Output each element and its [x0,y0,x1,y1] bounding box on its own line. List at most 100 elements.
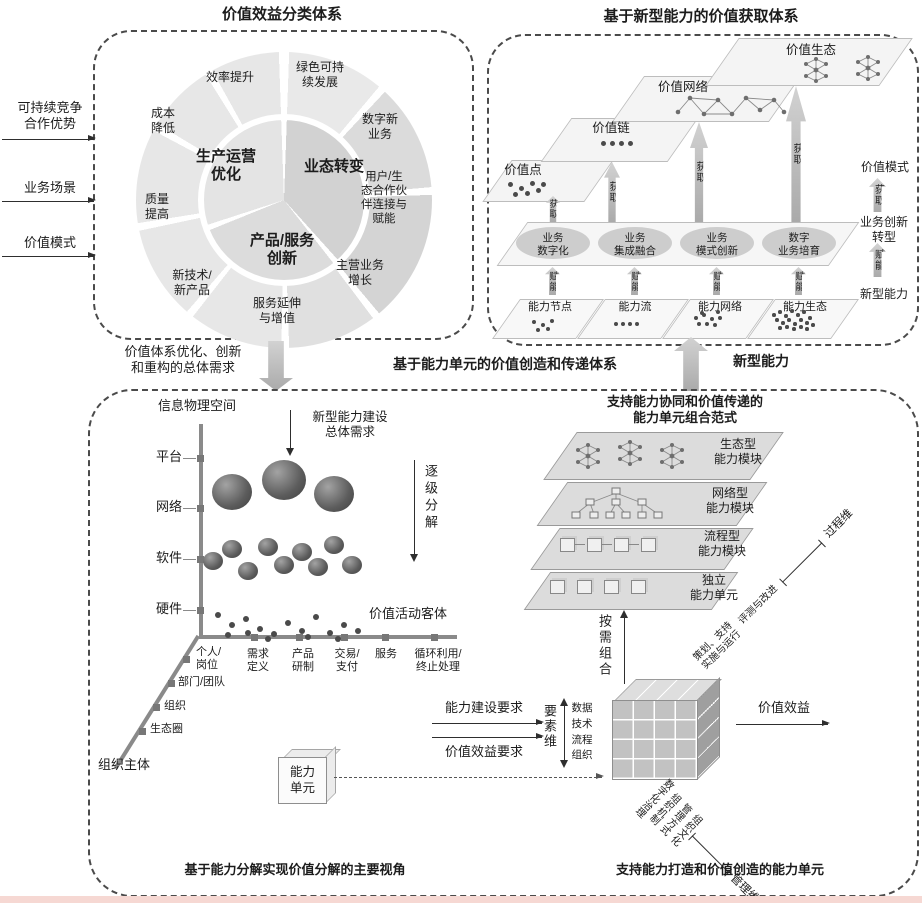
capability-sphere-large [212,474,252,510]
segment-label-green: 绿色可持 续发展 [295,60,344,89]
element-dim-double-arrow [560,698,568,768]
ellipse-digitalization [516,227,590,259]
creation-panel [88,389,919,897]
layer-label-network: 网络型 能力模块 [705,486,754,515]
step-label-value-eco: 价值生态 [785,43,836,57]
tick-develop [296,634,303,641]
combine-note: 按需组合 [597,614,612,678]
value-point-dots [508,182,513,187]
right-label-value-mode: 价值模式 [860,160,909,174]
tick-team [168,680,175,687]
unit-box: 能力 单元 [278,757,327,804]
segment-label-new-tech: 新技术/ 新产品 [172,268,212,297]
right-enable-label: 赋能 [872,249,884,271]
right-label-new-capability: 新型能力 [859,287,908,301]
segment-label-service-ext: 服务延伸 与增值 [252,296,301,325]
segment-label-digital-new: 数字新 业务 [361,112,398,141]
process-module-cube [587,538,602,552]
caption-capability-unit: 支持能力打造和价值创造的能力单元 [615,862,824,877]
tick-label-team: 部门/团队 [178,676,226,688]
tick-individual [183,656,190,663]
capability-node-dots [532,320,536,324]
capability-sphere-medium [324,536,344,554]
tick-label-develop: 产品 研制 [292,648,314,674]
tick-label-hardware: 硬件 [155,601,182,616]
tick-label-network: 网络 [155,499,182,514]
acquire-label-4: 获取 [791,143,802,165]
capability-sphere-medium [292,543,312,561]
capability-sphere-medium [308,558,328,576]
enable-label-3: 赋能 [711,270,723,292]
acquisition-title: 基于新型能力的价值获取体系 [603,8,799,25]
benefit-donut-inner-pie [198,114,370,286]
value-axis-label: 价值活动客体 [368,606,447,621]
tick-ecosystem [139,728,146,735]
tick-label-recycle: 循环利用/ 终止处理 [414,648,462,674]
capability-sphere-large [314,476,354,512]
capability-small-dots [215,612,221,618]
demand-note: 新型能力建设 总体需求 [312,410,388,440]
independent-unit-cube [604,580,619,594]
acquire-label-1: 获取 [548,199,559,219]
tick-label-organization: 组织 [164,700,186,712]
ellipse-integration [598,227,672,259]
tick-hardware [197,607,204,614]
ellipse-model-innovation [680,227,754,259]
value-chain-dots [601,141,606,146]
tick-trade [341,634,348,641]
input-arrow-advantage [2,135,96,142]
right-label-biz-innovation: 业务创新 转型 [859,215,908,244]
tick-label-service: 服务 [375,648,397,660]
segment-label-user-eco: 用户/生 态合作伙 伴连接与 赋能 [361,171,407,226]
capability-requirement-arrow [432,719,544,726]
input-label-scenario: 业务场景 [23,180,76,195]
capability-eco-dots [772,313,776,317]
element-dim-label: 要素维 [542,704,557,749]
acquire-label-3: 获取 [694,161,705,183]
tick-recycle [431,634,438,641]
layer-label-independent: 独立 能力单元 [689,573,738,602]
acquisition-panel [487,34,919,346]
sector-label-product: 产品/服务 创新 [249,232,315,268]
stepwise-thin-arrow [410,460,418,562]
eco-module-clusters [575,439,685,470]
value-benefit-arrow [736,720,830,727]
value-axis-line [199,635,457,639]
cell-label-capability-eco: 能力生态 [783,301,827,313]
demand-thin-arrow [286,410,294,456]
capability-sphere-medium [342,556,362,574]
sector-label-transform: 业态转变 [303,158,364,175]
capability-sphere-medium [258,538,278,556]
value-benefit-label: 价值效益 [757,700,810,715]
process-module-cube [560,538,575,552]
segment-label-main-growth: 主营业务 增长 [335,258,384,287]
value-eco-clusters [803,54,881,84]
stepwise-note: 逐级分解 [423,464,438,532]
enable-label-4: 赋能 [793,270,805,292]
input-label-value-mode: 价值模式 [23,235,76,250]
capability-sphere-medium [274,556,294,574]
right-acquire-label: 获取 [872,184,884,206]
capability-sphere-medium [238,562,258,580]
step-label-value-point: 价值点 [504,163,542,177]
capability-sphere-large [262,460,306,500]
tick-dash-platform [183,458,196,459]
tick-network [197,505,204,512]
tick-label-trade: 交易/ 支付 [334,648,360,674]
independent-unit-cube [631,580,646,594]
unit-box-connector [334,773,604,780]
capability-cube-front-face [612,700,698,780]
process-module-link [575,544,585,545]
ellipse-digital-cultivation [762,227,836,259]
independent-unit-cube [577,580,592,594]
cell-label-capability-node: 能力节点 [528,301,572,313]
tick-demand [251,634,258,641]
independent-unit-cube [550,580,565,594]
tick-dash-software [183,559,196,560]
cps-axis-label: 信息物理空间 [157,398,236,413]
segment-label-quality: 质量 提高 [144,192,169,221]
tick-dash-hardware [183,610,196,611]
ellipse-label-integration: 业务 集成融合 [614,232,656,257]
value-requirement-arrow [432,733,544,740]
